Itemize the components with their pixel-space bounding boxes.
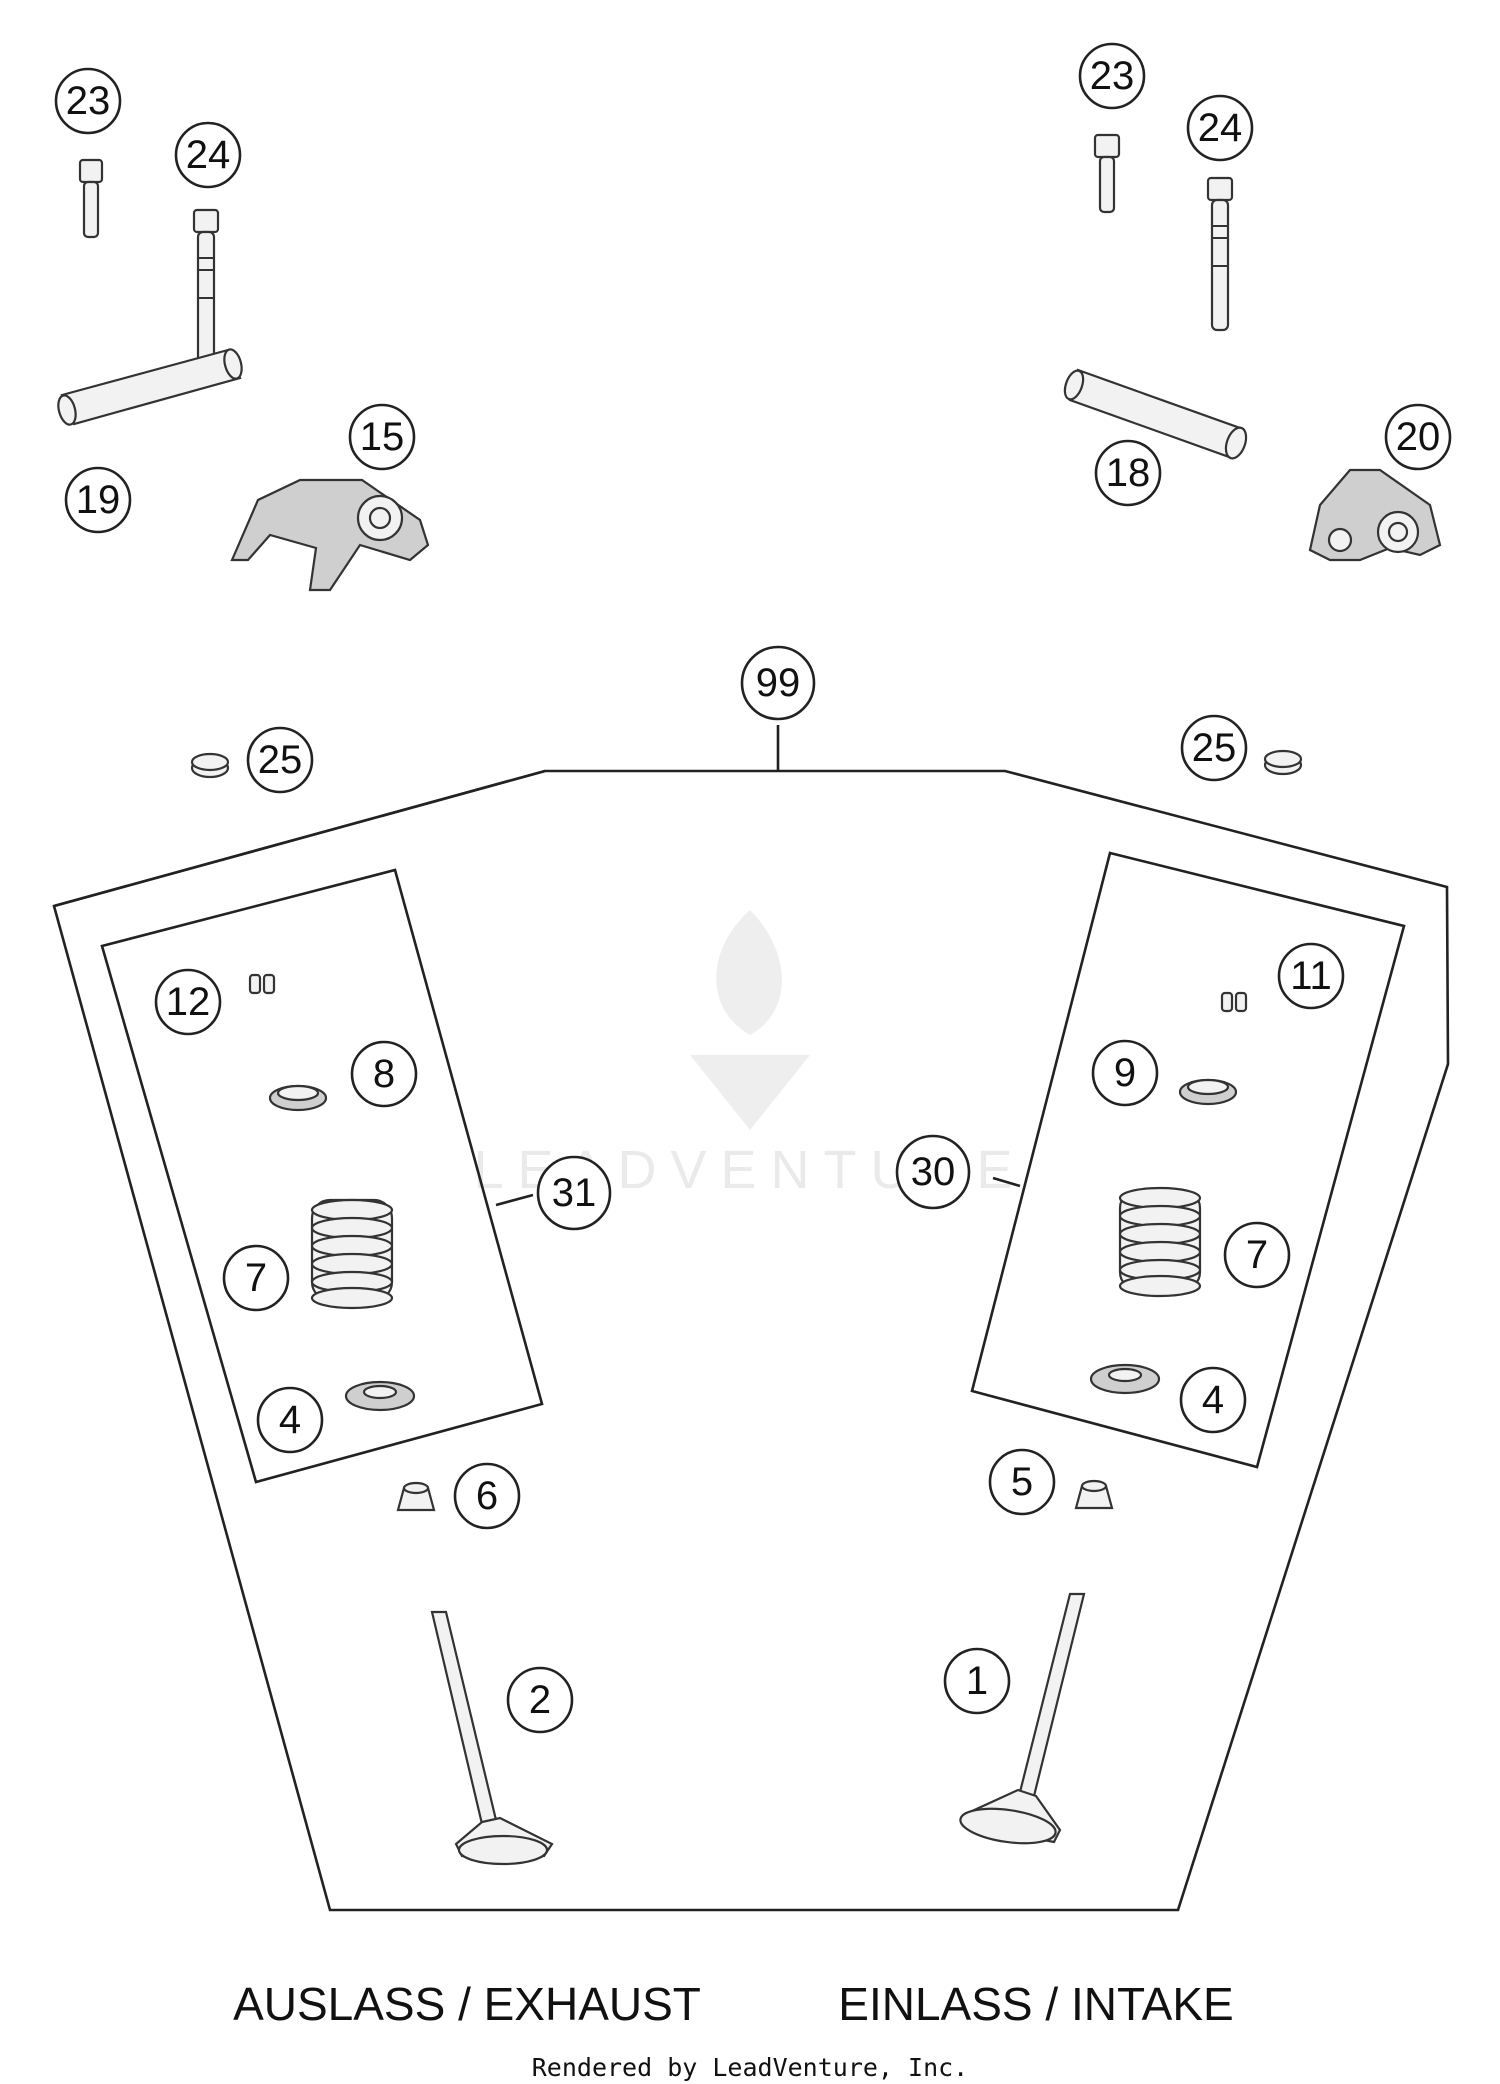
callout-30: 30 bbox=[895, 1134, 971, 1210]
svg-text:15: 15 bbox=[360, 415, 405, 459]
svg-text:5: 5 bbox=[1011, 1460, 1033, 1504]
svg-text:30: 30 bbox=[911, 1150, 956, 1194]
bolt-24-right bbox=[1206, 176, 1234, 332]
valve-spring-7-left bbox=[310, 1198, 394, 1310]
callout-31: 31 bbox=[536, 1155, 612, 1231]
valve-cotters-12 bbox=[248, 973, 276, 995]
svg-text:31: 31 bbox=[552, 1171, 597, 1215]
svg-text:7: 7 bbox=[245, 1256, 267, 1300]
callout-23-right: 23 bbox=[1078, 42, 1146, 110]
callout-7-left: 7 bbox=[222, 1244, 290, 1312]
callout-19: 19 bbox=[64, 466, 132, 534]
svg-text:7: 7 bbox=[1246, 1233, 1268, 1277]
bolt-23-right bbox=[1093, 133, 1121, 214]
rocker-arm-20 bbox=[1308, 468, 1442, 562]
svg-text:18: 18 bbox=[1106, 451, 1151, 495]
svg-text:25: 25 bbox=[1192, 726, 1237, 770]
callout-25-right: 25 bbox=[1180, 714, 1248, 782]
callout-4-right: 4 bbox=[1179, 1366, 1247, 1434]
callout-2: 2 bbox=[506, 1666, 574, 1734]
spring-retainer-8 bbox=[268, 1084, 328, 1112]
svg-text:25: 25 bbox=[258, 738, 303, 782]
svg-text:9: 9 bbox=[1114, 1051, 1136, 1095]
intake-label: EINLASS / INTAKE bbox=[838, 1978, 1233, 2030]
spring-seat-4-right bbox=[1089, 1363, 1161, 1395]
callout-7-right: 7 bbox=[1223, 1221, 1291, 1289]
rocker-arm-15 bbox=[230, 478, 430, 592]
callout-99: 99 bbox=[740, 645, 816, 721]
svg-text:99: 99 bbox=[756, 661, 801, 705]
bolt-23-left bbox=[78, 158, 104, 239]
cap-25-left bbox=[190, 752, 230, 779]
callout-5: 5 bbox=[988, 1448, 1056, 1516]
callout-6: 6 bbox=[453, 1462, 521, 1530]
bolt-24-left bbox=[192, 208, 220, 364]
rocker-shaft-18 bbox=[1063, 368, 1248, 460]
intake-valve-1 bbox=[959, 1592, 1086, 1845]
exhaust-valve-2 bbox=[430, 1610, 554, 1866]
kit-frame-99 bbox=[52, 769, 1450, 1912]
callout-24-left: 24 bbox=[174, 121, 242, 189]
rocker-shaft-19 bbox=[57, 348, 243, 426]
svg-text:20: 20 bbox=[1396, 415, 1441, 459]
svg-text:12: 12 bbox=[166, 980, 211, 1024]
svg-text:24: 24 bbox=[186, 133, 231, 177]
svg-text:6: 6 bbox=[476, 1474, 498, 1518]
callout-25-left: 25 bbox=[246, 726, 314, 794]
svg-text:23: 23 bbox=[1090, 54, 1135, 98]
callout-8: 8 bbox=[350, 1040, 418, 1108]
valve-stem-seal-6 bbox=[396, 1481, 436, 1512]
callout-4-left: 4 bbox=[256, 1386, 324, 1454]
callout-1: 1 bbox=[943, 1647, 1011, 1715]
svg-text:11: 11 bbox=[1290, 954, 1332, 998]
exhaust-label: AUSLASS / EXHAUST bbox=[233, 1978, 701, 2030]
callout-18: 18 bbox=[1094, 439, 1162, 507]
svg-text:23: 23 bbox=[66, 79, 111, 123]
callout-24-right: 24 bbox=[1186, 94, 1254, 162]
callout-20: 20 bbox=[1384, 403, 1452, 471]
valve-cotters-11 bbox=[1220, 991, 1248, 1013]
svg-text:2: 2 bbox=[529, 1678, 551, 1722]
spring-retainer-9 bbox=[1178, 1078, 1238, 1106]
spring-seat-4-left bbox=[344, 1380, 416, 1412]
valve-spring-7-right bbox=[1118, 1186, 1202, 1298]
svg-text:1: 1 bbox=[966, 1659, 988, 1703]
svg-text:4: 4 bbox=[1202, 1378, 1224, 1422]
callout-12: 12 bbox=[154, 968, 222, 1036]
svg-text:19: 19 bbox=[76, 478, 121, 522]
callout-23-left: 23 bbox=[54, 67, 122, 135]
callout-11: 11 bbox=[1277, 942, 1345, 1010]
kit-frame-30 bbox=[970, 851, 1406, 1469]
svg-text:8: 8 bbox=[373, 1052, 395, 1096]
cap-25-right bbox=[1263, 749, 1303, 776]
valve-stem-seal-5 bbox=[1074, 1479, 1114, 1510]
footer-credit: Rendered by LeadVenture, Inc. bbox=[532, 2053, 969, 2082]
callout-9: 9 bbox=[1091, 1039, 1159, 1107]
callout-15: 15 bbox=[348, 403, 416, 471]
svg-text:24: 24 bbox=[1198, 106, 1243, 150]
svg-text:4: 4 bbox=[279, 1398, 301, 1442]
kit-frame-31 bbox=[100, 868, 544, 1484]
